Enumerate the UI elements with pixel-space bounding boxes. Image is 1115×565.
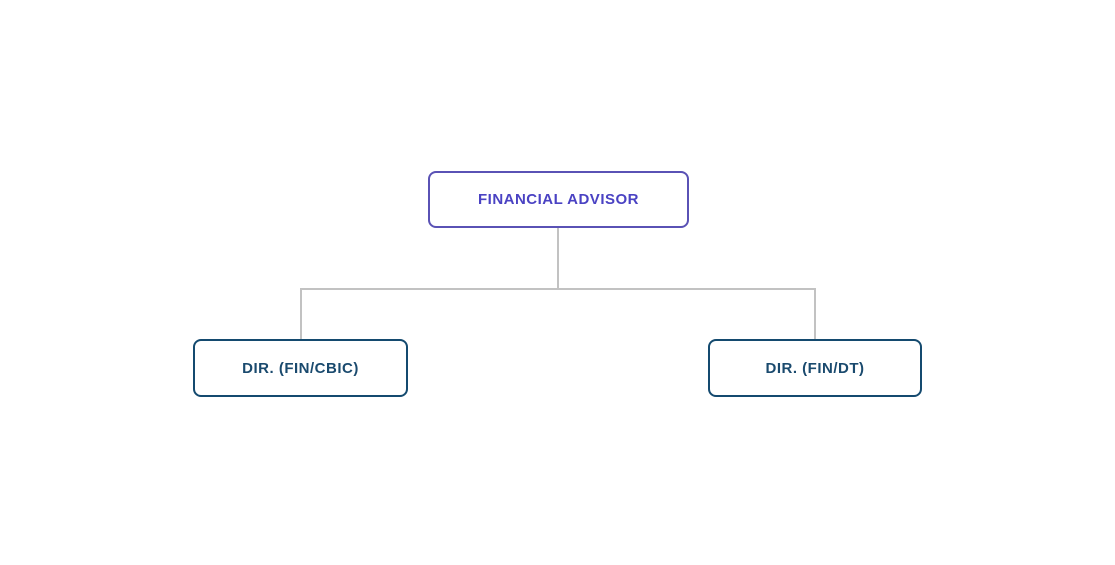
connector-horizontal-line xyxy=(300,288,816,290)
node-dir-fin-dt[interactable]: DIR. (FIN/DT) xyxy=(708,339,922,397)
connector-right-child-line xyxy=(814,290,816,339)
connector-root-drop-line xyxy=(557,228,559,289)
node-financial-advisor-label: FINANCIAL ADVISOR xyxy=(477,191,639,208)
node-dir-fin-cbic-label: DIR. (FIN/CBIC) xyxy=(242,359,359,377)
node-dir-fin-cbic[interactable]: DIR. (FIN/CBIC) xyxy=(193,339,408,397)
node-dir-fin-dt-label: DIR. (FIN/DT) xyxy=(765,359,865,377)
connector-left-child-line xyxy=(300,290,302,339)
node-financial-advisor[interactable]: FINANCIAL ADVISOR xyxy=(428,171,689,228)
